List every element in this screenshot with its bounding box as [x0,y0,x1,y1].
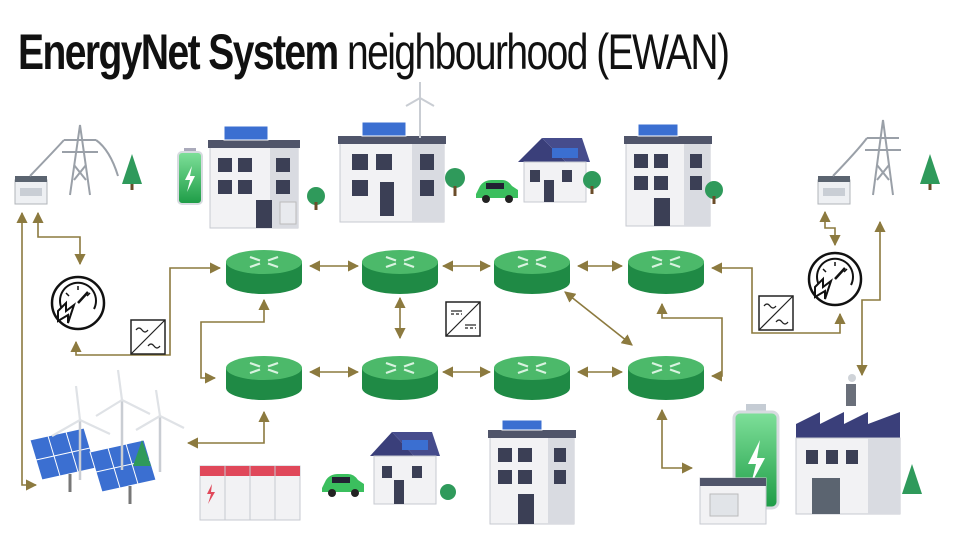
router-icon [226,356,302,400]
office-building-icon [488,419,576,525]
battery-icon [199,465,301,521]
wind-turbine-icon [51,385,111,480]
house-icon [518,138,590,203]
link-grid-factory [856,220,886,377]
tree-icon [445,168,465,196]
tree-icon [440,484,456,500]
routers [226,250,704,400]
tree-icon [122,154,142,190]
router-icon [362,250,438,294]
link-r4-meter-right [710,262,846,334]
grid-tower-icon [14,124,119,205]
title-light: neighbourhood (EWAN) [337,24,730,80]
smart-meter-icon [50,275,106,331]
battery-icon [177,148,203,205]
electric-car-icon [476,180,518,203]
title-bold: EnergyNet System [18,24,339,80]
router-icon [226,250,302,294]
link-r8-battery [656,408,694,474]
link-grid-meter-left [32,211,86,266]
link-r4-r8 [656,302,723,382]
house-icon [370,432,440,505]
inverter-icon [130,319,166,355]
router-icon [628,250,704,294]
link-grid-meter-right [819,210,841,247]
router-icon [494,250,570,294]
page-title: EnergyNet System neighbourhood (EWAN) [18,22,730,82]
tree-icon [133,440,151,466]
grid-tower-icon [817,119,901,205]
link-renewables-r5 [186,410,270,449]
factory-icon [795,374,901,515]
dc-converter-icon [445,301,481,337]
wind-turbine-icon [95,369,151,470]
tree-icon [705,181,723,204]
tree-icon [307,187,325,210]
inverter-icon [758,295,794,331]
link-meter-r1 [70,262,222,356]
router-icon [628,356,704,400]
smart-meter-icon [807,251,863,307]
wind-turbine-icon [135,389,185,472]
links [16,210,886,491]
solar-panel-icon [29,427,97,492]
office-building-icon [699,477,767,525]
link-r3-r8 [564,291,633,346]
office-building-icon [208,125,300,229]
router-icon [494,356,570,400]
link-grid-renewables [16,211,38,491]
wind-turbine-icon [405,82,435,138]
office-building-icon [624,123,712,227]
tree-icon [920,154,940,190]
electric-car-icon [322,474,364,497]
router-icon [362,356,438,400]
tree-icon [583,171,601,194]
house-icon [338,121,446,223]
tree-icon [902,464,922,494]
